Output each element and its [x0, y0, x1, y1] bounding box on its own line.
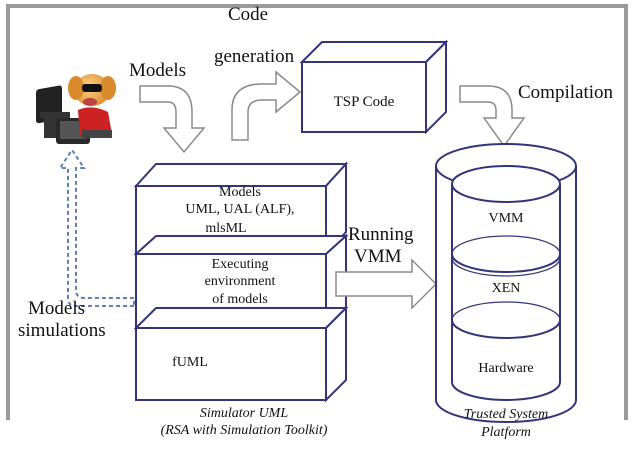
- layer2-line2: environment: [205, 274, 276, 289]
- code-generation-label-line2: generation: [214, 46, 295, 67]
- compilation-arrow: [459, 85, 526, 148]
- tsp-caption-line2: Platform: [480, 425, 531, 440]
- layer2-line1: Executing: [212, 257, 269, 272]
- hardware-layer-label: Hardware: [478, 361, 533, 376]
- models-simulations-dashed-arrow: [58, 148, 135, 307]
- layer3-label: fUML: [172, 355, 208, 370]
- layer1-line1: Models: [219, 185, 261, 200]
- models-simulations-line1: Models: [28, 298, 85, 319]
- compilation-label: Compilation: [518, 82, 614, 103]
- tsp-code-box: TSP Code: [299, 39, 449, 135]
- xen-layer-label: XEN: [492, 281, 521, 296]
- models-label: Models: [129, 60, 186, 81]
- code-generation-label-line1: Code: [228, 4, 268, 25]
- trusted-platform-cylinder: VMM XEN Hardware Trusted System Platform: [435, 143, 577, 440]
- simulator-caption-line2: (RSA with Simulation Toolkit): [161, 423, 328, 438]
- person-at-computer-icon: [36, 74, 116, 144]
- running-vmm-label: VMM: [354, 246, 402, 267]
- layer1-line3: mlsML: [205, 221, 246, 236]
- simulator-caption-line1: Simulator UML: [200, 406, 289, 421]
- models-arrow: [139, 85, 206, 154]
- models-simulations-line2: simulations: [18, 320, 106, 341]
- running-label: Running: [348, 224, 414, 245]
- figure-frame: [6, 4, 628, 420]
- simulator-stack: Models UML, UAL (ALF), mlsML Executing e…: [133, 161, 349, 403]
- running-arrow: [335, 258, 438, 310]
- layer1-line2: UML, UAL (ALF),: [185, 202, 294, 217]
- tsp-code-label: TSP Code: [334, 94, 395, 110]
- code-generation-arrow: [231, 70, 302, 141]
- tsp-caption-line1: Trusted System: [464, 407, 548, 422]
- layer2-line3: of models: [212, 292, 268, 307]
- vmm-layer-label: VMM: [488, 211, 524, 226]
